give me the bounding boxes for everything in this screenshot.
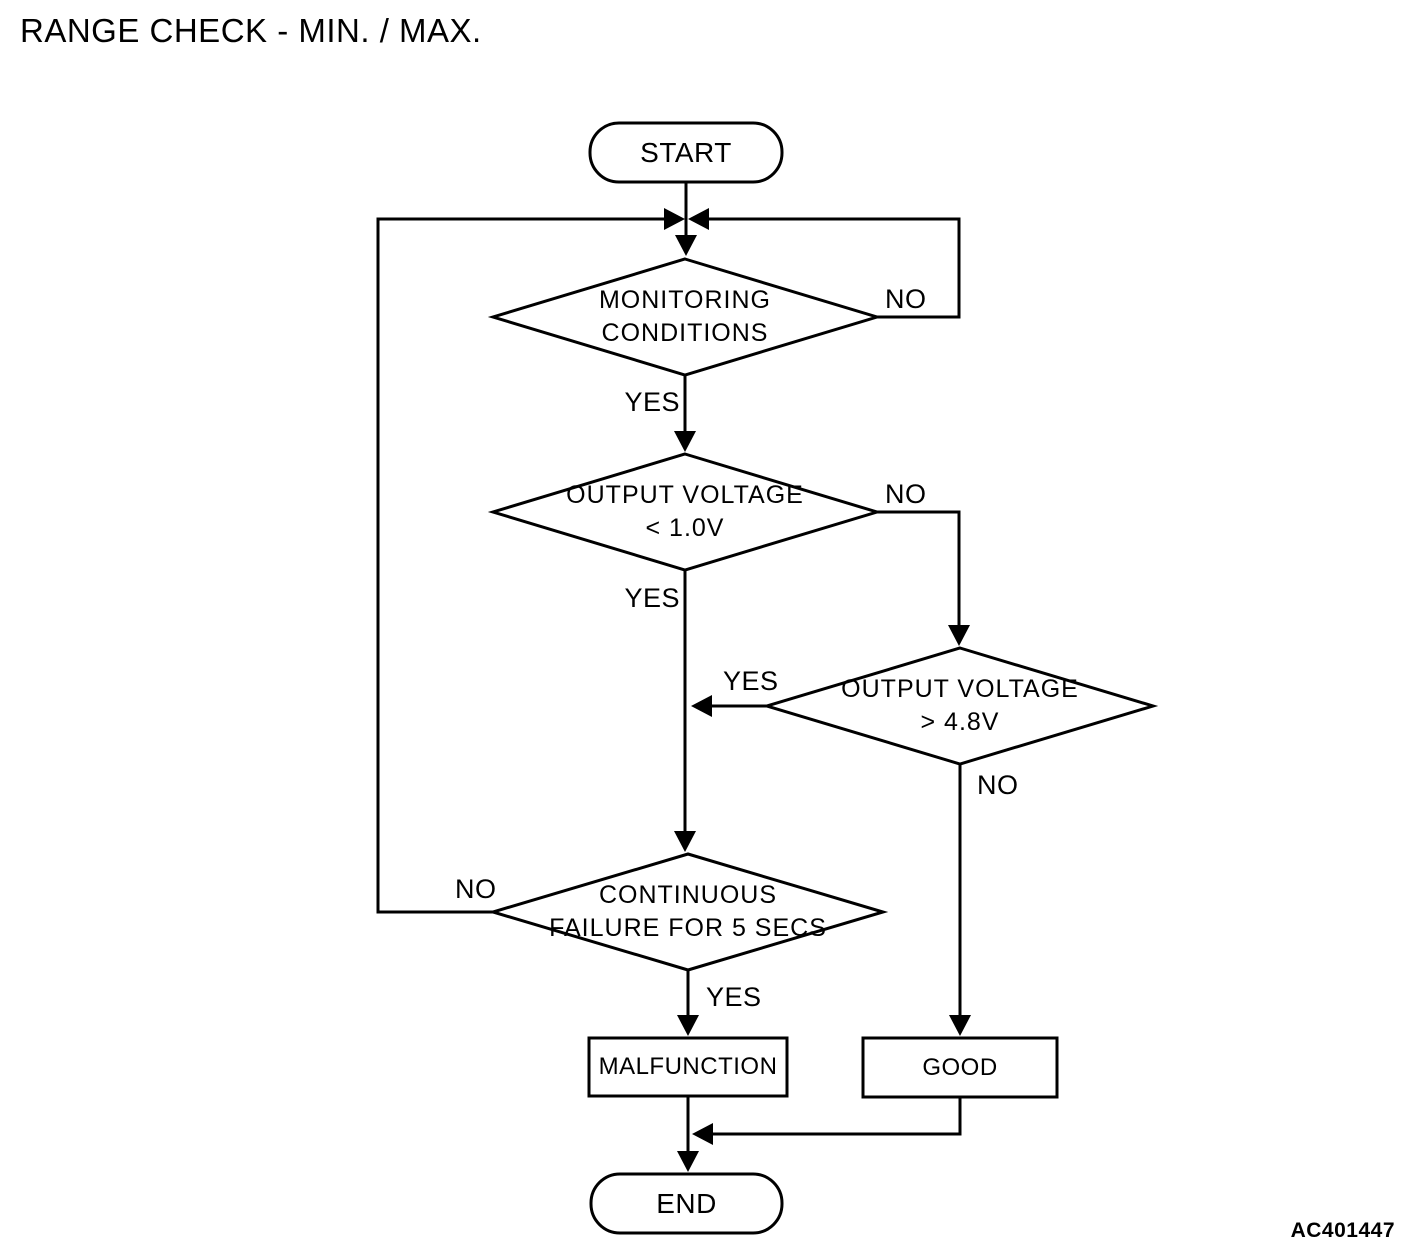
monitoring-conditions-diamond <box>487 257 883 377</box>
output-voltage-max-diamond <box>761 646 1159 766</box>
output-voltage-min-line1: OUTPUT VOLTAGE <box>566 481 804 509</box>
arrowhead-into-good <box>949 1015 971 1036</box>
end-node-label: END <box>656 1187 717 1219</box>
output-voltage-max-line1: OUTPUT VOLTAGE <box>841 675 1079 703</box>
start-terminal-shape <box>588 121 784 184</box>
output-voltage-min-label: OUTPUT VOLTAGE < 1.0V <box>493 454 877 570</box>
flowchart-edges <box>376 181 971 1172</box>
arrowhead-monitoring-no-into-junction <box>688 208 709 230</box>
end-terminal-shape <box>589 1172 784 1235</box>
continuous-failure-label: CONTINUOUS FAILURE FOR 5 SECS <box>493 854 883 970</box>
output-voltage-min-no-label: NO <box>885 479 927 509</box>
edge-monitoring-no <box>709 217 961 319</box>
output-voltage-max-label: OUTPUT VOLTAGE > 4.8V <box>767 648 1153 764</box>
continuous-failure-no-label: NO <box>455 874 497 904</box>
edge-good-merge <box>711 1097 962 1136</box>
continuous-failure-line2: FAILURE FOR 5 SECS <box>549 914 827 942</box>
start-node-label: START <box>640 136 732 168</box>
monitoring-conditions-label: MONITORING CONDITIONS <box>493 259 877 375</box>
continuous-failure-line1: CONTINUOUS <box>598 881 778 909</box>
arrowhead-into-monitoring <box>675 235 697 256</box>
arrowhead-into-voltage-min <box>674 431 696 452</box>
arrowhead-good-merge <box>692 1123 713 1145</box>
edge-continuous-failure-no-loop <box>376 217 666 914</box>
good-box-shape <box>861 1036 1059 1099</box>
figure-code: AC401447 <box>1290 1219 1395 1242</box>
output-voltage-max-yes-label: YES <box>723 666 779 696</box>
monitoring-conditions-line1: MONITORING <box>598 286 772 314</box>
monitoring-conditions-yes-label: YES <box>624 387 680 417</box>
flowchart-node-shapes <box>487 121 1159 1235</box>
good-node-label: GOOD <box>922 1053 998 1081</box>
arrowhead-loop-into-junction <box>664 208 685 230</box>
malfunction-box-shape <box>587 1036 789 1098</box>
continuous-failure-yes-label: YES <box>706 982 762 1012</box>
edge-voltage-min-no <box>877 510 961 627</box>
arrowhead-into-end <box>677 1151 699 1172</box>
arrowhead-into-voltage-max <box>948 625 970 646</box>
arrowhead-into-continuous-failure <box>674 831 696 852</box>
monitoring-conditions-no-label: NO <box>885 284 927 314</box>
monitoring-conditions-line2: CONDITIONS <box>601 319 769 347</box>
arrowhead-into-malfunction <box>677 1015 699 1036</box>
output-voltage-min-diamond <box>487 452 883 572</box>
page-title: RANGE CHECK - MIN. / MAX. <box>20 12 482 49</box>
output-voltage-max-line2: > 4.8V <box>920 708 1000 736</box>
output-voltage-min-yes-label: YES <box>624 583 680 613</box>
output-voltage-max-no-label: NO <box>977 770 1019 800</box>
arrowhead-voltage-max-yes-merge <box>691 695 712 717</box>
continuous-failure-diamond <box>487 852 889 972</box>
malfunction-node-label: MALFUNCTION <box>598 1053 778 1080</box>
output-voltage-min-line2: < 1.0V <box>645 514 725 542</box>
